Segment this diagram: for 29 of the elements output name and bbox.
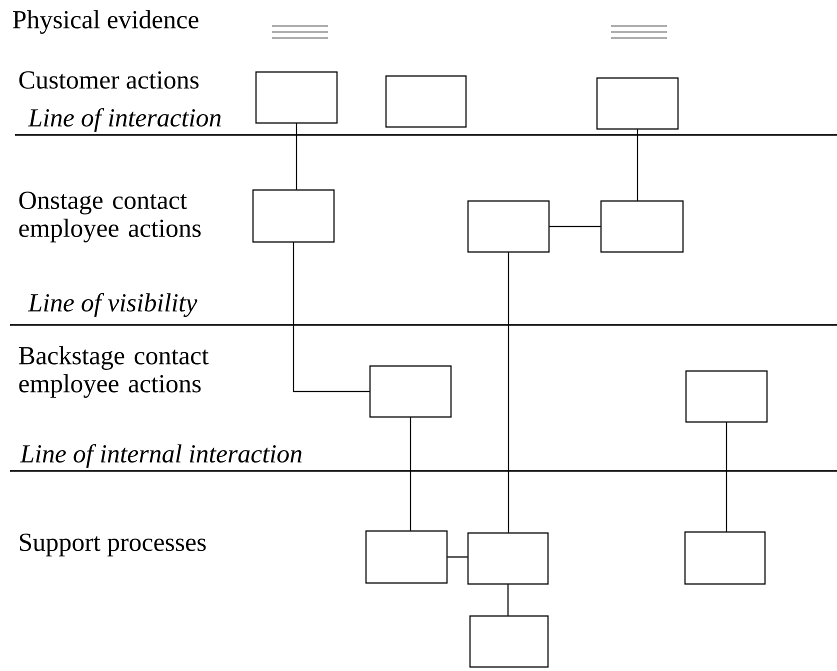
step-box xyxy=(600,200,684,253)
step-box xyxy=(252,189,335,243)
connector-line xyxy=(296,124,298,190)
lane-label: Line of interaction xyxy=(28,108,221,132)
lane-label: Line of internal interaction xyxy=(20,444,302,468)
lane-label: Customer actions xyxy=(19,71,199,89)
lane-label: Onstage contact employee actions xyxy=(19,192,201,242)
lane-label: Backstage contact employee actions xyxy=(18,346,209,398)
step-box xyxy=(469,615,549,668)
step-box xyxy=(467,200,550,253)
lane-label: Support processes xyxy=(20,534,206,556)
step-box xyxy=(684,531,766,585)
connector-line xyxy=(410,418,412,530)
connector-line xyxy=(508,252,510,532)
connector-line xyxy=(448,556,468,558)
connector-line xyxy=(636,130,638,200)
step-box xyxy=(365,530,448,584)
lane-label: Physical evidence xyxy=(12,10,198,34)
step-box xyxy=(385,75,467,128)
connector-line xyxy=(726,422,728,532)
step-box xyxy=(255,71,338,124)
connector-line xyxy=(550,226,600,228)
step-box xyxy=(369,365,452,418)
connector-line xyxy=(292,242,370,392)
step-box xyxy=(467,532,549,585)
step-box xyxy=(685,370,768,423)
connector-line xyxy=(507,584,509,616)
step-box xyxy=(596,77,679,130)
lane-label: Line of visibility xyxy=(28,293,198,317)
